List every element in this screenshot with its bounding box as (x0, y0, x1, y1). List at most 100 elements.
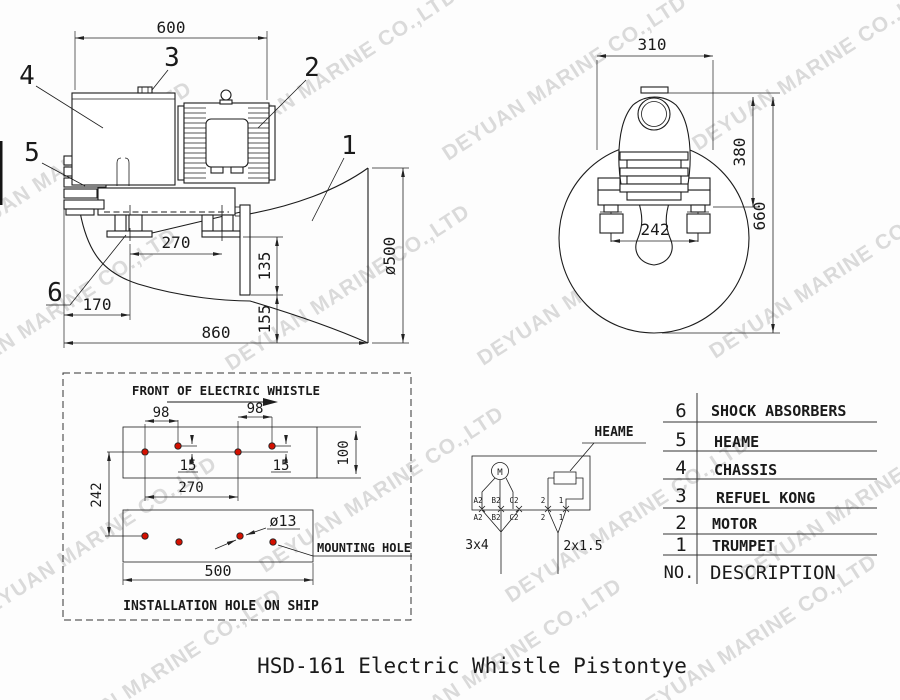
front-view-drawing: 310 380 660 242 (558, 35, 780, 334)
part-label-6: 6 (47, 278, 63, 308)
bolt-hole (234, 448, 242, 456)
part-callouts: 4 3 2 5 1 6 (19, 43, 357, 308)
footer-no: NO. (664, 563, 695, 583)
mounting-hole (175, 538, 183, 546)
mounting-hole-label: MOUNTING HOLE (317, 541, 411, 555)
panel-heading: FRONT OF ELECTRIC WHISTLE (132, 383, 320, 398)
eyebolt-icon (220, 89, 232, 101)
dim-15a: 15 (180, 458, 197, 474)
terminal-cross-icons (478, 505, 570, 513)
part-label-4: 4 (19, 61, 35, 91)
table-row: 6 SHOCK ABSORBERS (675, 400, 846, 422)
shock-absorbers-front (599, 204, 711, 242)
dim-380: 380 (730, 138, 749, 167)
part-label-1: 1 (341, 131, 357, 161)
row-description: CHASSIS (714, 461, 777, 479)
terminal-box-outline (471, 455, 591, 511)
panel-caption: INSTALLATION HOLE ON SHIP (123, 599, 319, 614)
base-plate (97, 187, 236, 219)
side-view-drawing: 600 270 170 860 135 155 ø500 (19, 18, 409, 348)
bracket-cap (640, 86, 669, 94)
row-no: 4 (675, 457, 686, 479)
ship-deck-outline (122, 509, 314, 563)
cable-left (481, 509, 520, 574)
table-footer-row: NO. DESCRIPTION (664, 562, 836, 584)
row-no: 3 (675, 485, 686, 507)
mounting-hole (141, 532, 149, 540)
row-no: 2 (675, 512, 686, 534)
cable-left-label: 3x4 (465, 538, 489, 553)
motor-body (177, 89, 276, 184)
part-label-2: 2 (304, 53, 320, 83)
row-description: MOTOR (712, 515, 758, 533)
chassis-box (71, 86, 176, 186)
dim-600: 600 (157, 18, 186, 37)
table-row: 4 CHASSIS (675, 457, 777, 479)
terminal-c2-bottom: C2 (509, 513, 518, 522)
dim-dia500: ø500 (380, 237, 399, 276)
horn-throat (635, 199, 673, 266)
dim-270-panel: 270 (178, 480, 203, 496)
cable-right (547, 509, 567, 574)
dim-660: 660 (750, 202, 769, 231)
part-label-5: 5 (24, 138, 40, 168)
terminal-b2-top: B2 (491, 496, 500, 505)
horn-flange (235, 204, 251, 296)
dim-155: 155 (255, 305, 274, 334)
bolt-hole (268, 442, 276, 450)
row-description: SHOCK ABSORBERS (711, 402, 846, 420)
dim-860: 860 (202, 323, 231, 342)
bolt-hole (141, 448, 149, 456)
table-row: 5 HEAME (675, 429, 759, 451)
dim-270: 270 (162, 233, 191, 252)
heame-coil-front (619, 151, 689, 201)
row-no: 5 (675, 429, 686, 451)
dim-310: 310 (638, 35, 667, 54)
terminal-a2-top: A2 (473, 496, 482, 505)
dim-98b: 98 (247, 401, 264, 417)
footer-description: DESCRIPTION (710, 562, 836, 584)
lifting-hole-outer (637, 97, 671, 131)
mounting-hole (236, 532, 244, 540)
row-no: 6 (675, 400, 686, 422)
heater-element (553, 471, 577, 485)
part-label-3: 3 (164, 43, 180, 73)
dim-242: 242 (641, 220, 670, 239)
parts-table: 6 SHOCK ABSORBERS 5 HEAME 4 CHASSIS 3 RE… (663, 393, 877, 584)
terminal-1-bottom: 1 (559, 513, 564, 522)
mounting-hole (269, 538, 277, 546)
cable-right-label: 2x1.5 (563, 539, 602, 554)
motor-symbol-letter: M (497, 468, 503, 478)
side-view-dimensions: 600 270 170 860 135 155 ø500 (63, 18, 409, 348)
dim-170: 170 (83, 295, 112, 314)
dim-135: 135 (255, 252, 274, 281)
lifting-hole-inner (641, 101, 667, 127)
wiring-diagram: M A2 B2 C2 2 1 A2 B2 C2 2 1 3x4 2x1.5 HE… (465, 425, 646, 574)
shock-absorber-feet (106, 214, 241, 241)
dim-100: 100 (336, 440, 352, 465)
heame-callout-label: HEAME (594, 425, 633, 440)
eyebolt-base (219, 99, 233, 105)
refuel-cap (137, 86, 153, 94)
dim-500: 500 (204, 562, 231, 580)
terminal-1-top: 1 (559, 496, 564, 505)
table-row: 1 TRUMPET (675, 534, 775, 556)
terminal-c2-top: C2 (509, 496, 518, 505)
table-row: 3 REFUEL KONG (675, 485, 815, 507)
row-no: 1 (675, 534, 686, 556)
terminal-a2-bottom: A2 (473, 513, 482, 522)
row-description: HEAME (714, 433, 759, 451)
row-description: TRUMPET (712, 537, 775, 555)
dim-98a: 98 (153, 405, 170, 421)
row-description: REFUEL KONG (716, 489, 815, 507)
dim-15b: 15 (273, 458, 290, 474)
bolt-hole (174, 442, 182, 450)
installation-panel: FRONT OF ELECTRIC WHISTLE 100 98 98 15 (62, 372, 412, 621)
sheet-title: HSD-161 Electric Whistle Pistontye (257, 654, 687, 678)
dim-dia13: ø13 (269, 512, 296, 530)
dim-242-panel: 242 (89, 482, 105, 507)
whistle-base-outline (122, 426, 318, 479)
scan-artifact (0, 141, 3, 205)
